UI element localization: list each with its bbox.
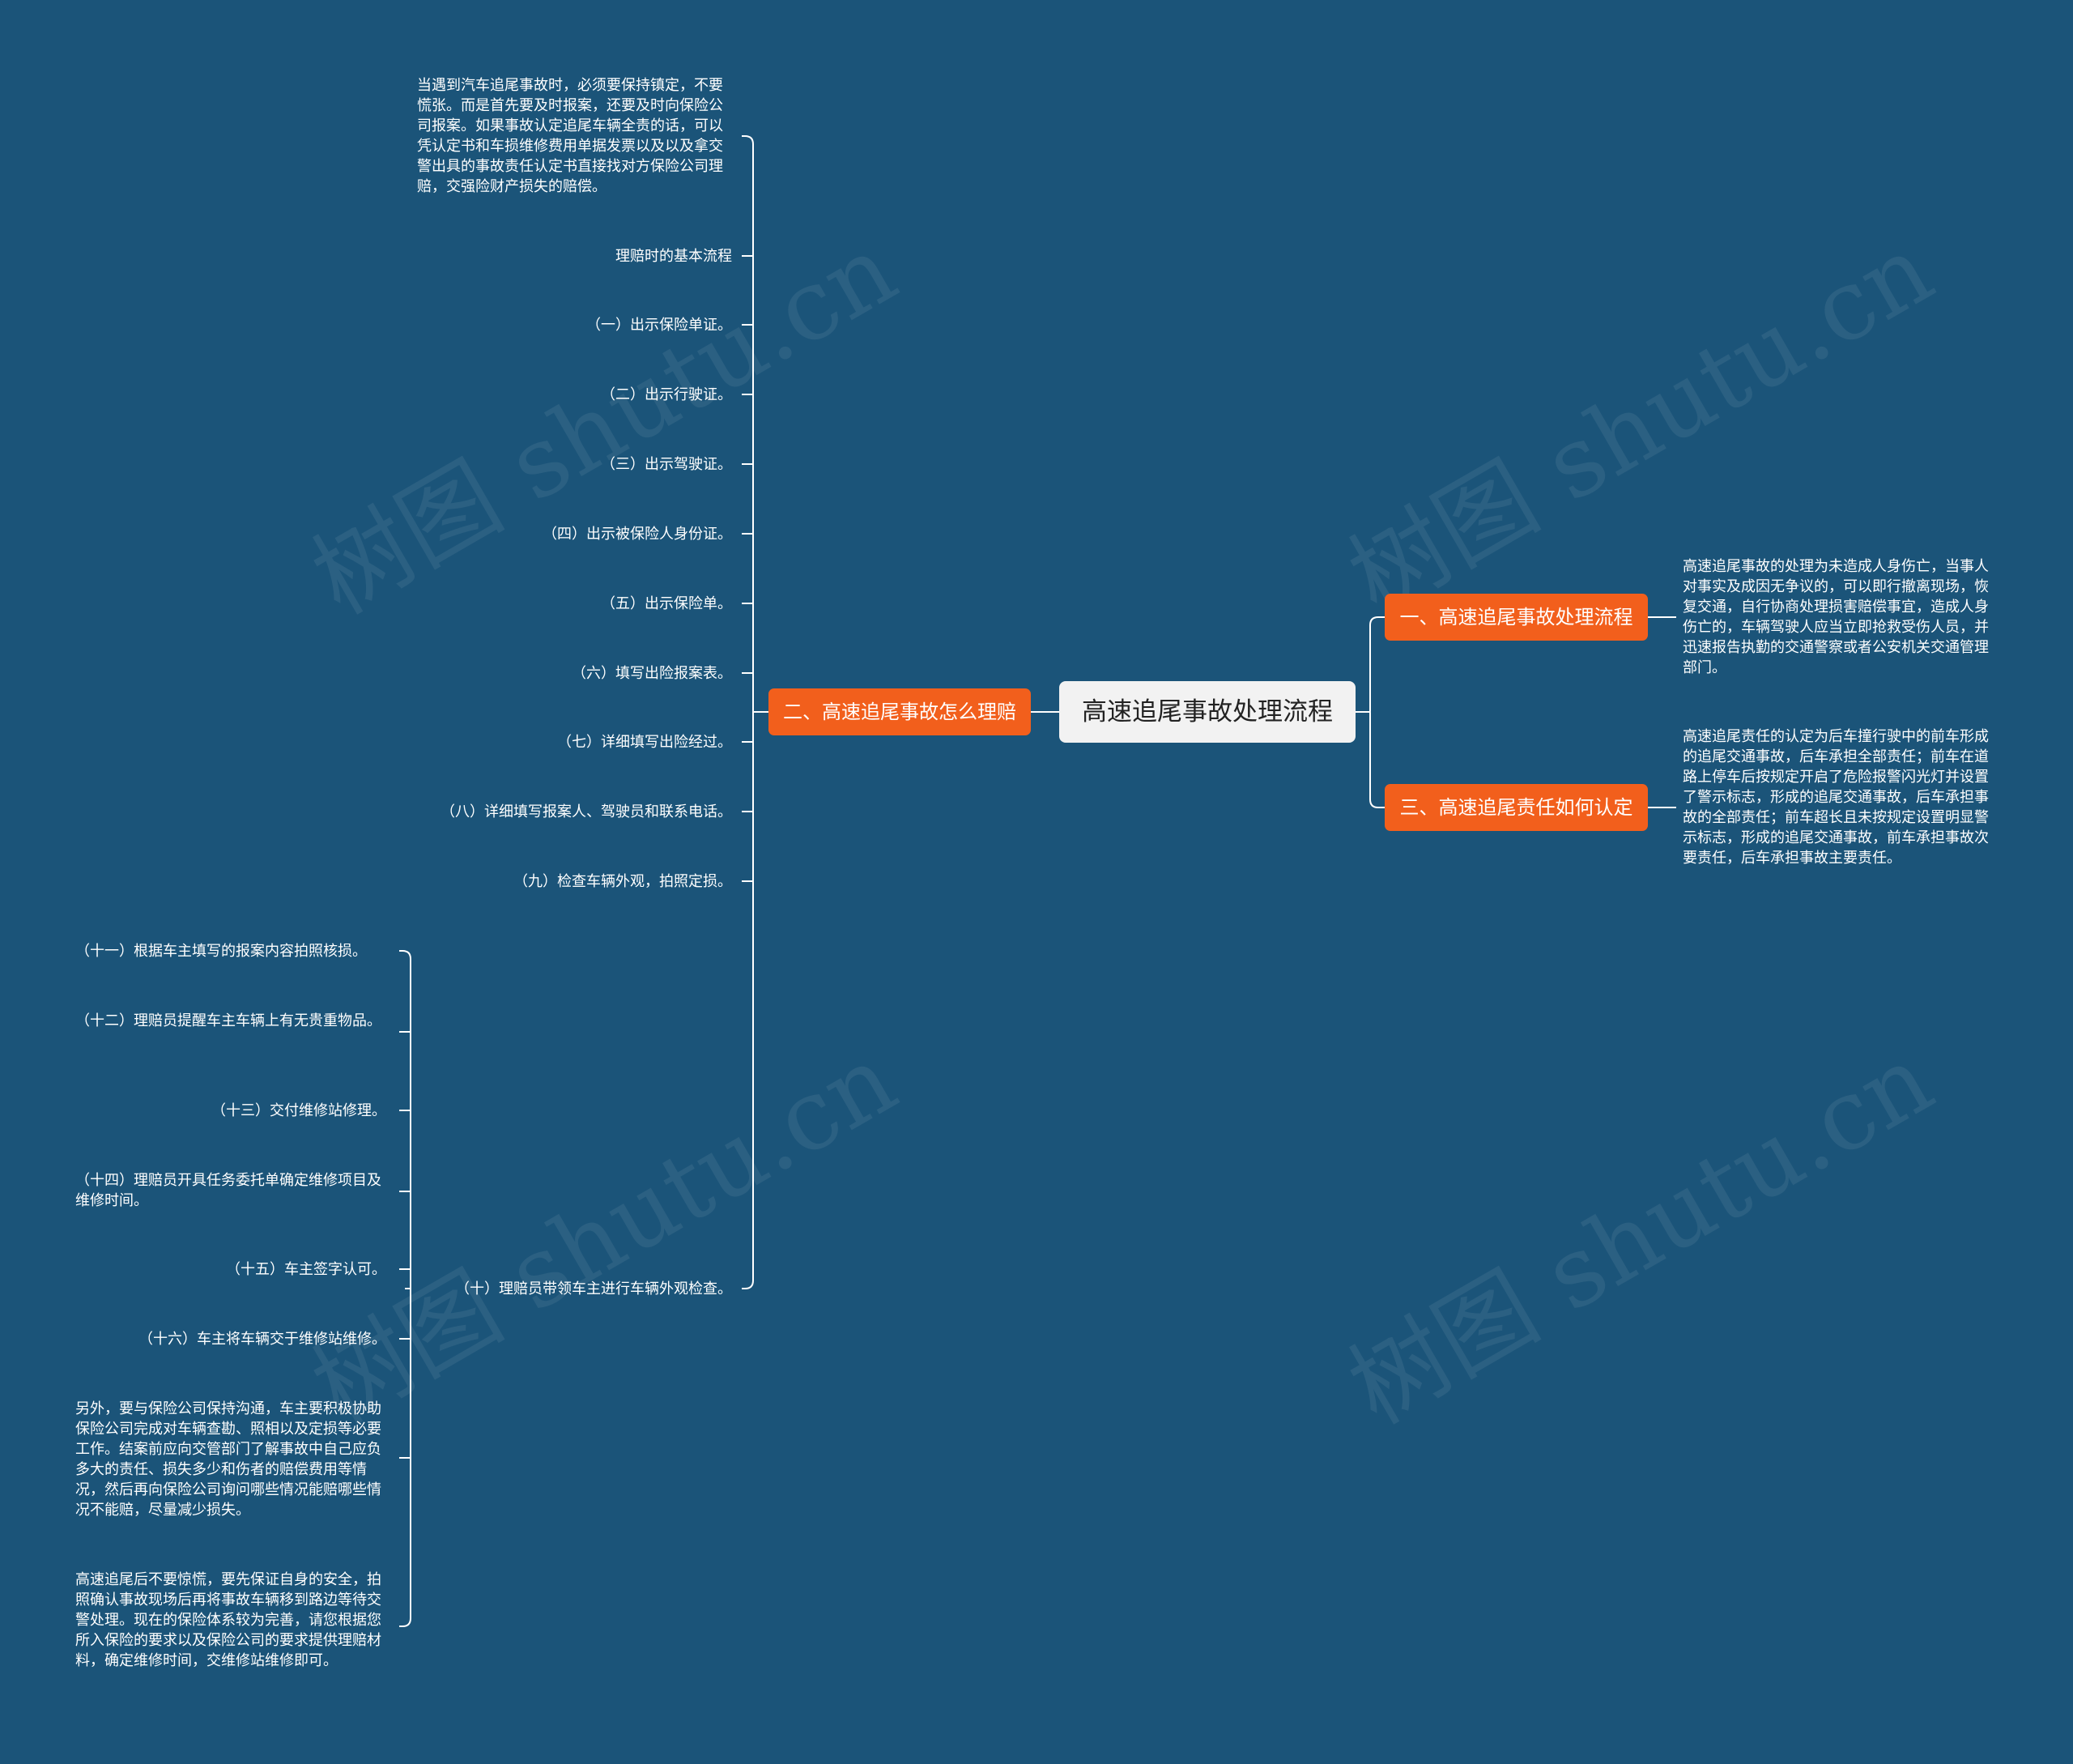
claims-substep: （十五）车主签字认可。: [226, 1261, 386, 1278]
branch-liability-determination[interactable]: 三、高速追尾责任如何认定: [1385, 784, 1648, 831]
claims-note: 另外，要与保险公司保持沟通，车主要积极协助保险公司完成对车辆查勘、照相以及定损等…: [75, 1400, 381, 1519]
handling-process-detail: 高速追尾事故的处理为未造成人身伤亡，当事人对事实及成因无争议的，可以即行撤离现场…: [1683, 558, 1989, 676]
claims-step: 理赔时的基本流程: [615, 248, 732, 265]
claims-step: （五）出示保险单。: [601, 595, 732, 612]
branch-claims[interactable]: 二、高速追尾事故怎么理赔: [768, 688, 1031, 735]
branch-handling-process[interactable]: 一、高速追尾事故处理流程: [1385, 594, 1648, 641]
claims-substep: （十二）理赔员提醒车主车辆上有无贵重物品。: [75, 1012, 381, 1029]
claims-note: 高速追尾后不要惊慌，要先保证自身的安全，拍照确认事故现场后再将事故车辆移到路边等…: [75, 1571, 381, 1669]
claims-step: （七）详细填写出险经过。: [557, 734, 732, 751]
root-topic[interactable]: 高速追尾事故处理流程: [1059, 681, 1356, 743]
watermark: 树图 shutu.cn: [1331, 1023, 1951, 1447]
claims-step: （九）检查车辆外观，拍照定损。: [513, 873, 732, 890]
claims-intro: 当遇到汽车追尾事故时，必须要保持镇定，不要慌张。而是首先要及时报案，还要及时向保…: [417, 77, 723, 195]
claims-step: （六）填写出险报案表。: [572, 665, 732, 682]
liability-detail: 高速追尾责任的认定为后车撞行驶中的前车形成的追尾交通事故，后车承担全部责任；前车…: [1683, 728, 1989, 867]
watermark: 树图 shutu.cn: [295, 1023, 914, 1447]
claims-substep: （十四）理赔员开具任务委托单确定维修项目及维修时间。: [75, 1172, 381, 1209]
claims-substep: （十六）车主将车辆交于维修站维修。: [138, 1331, 386, 1348]
claims-items-connector: [742, 135, 754, 1289]
root-right-connector: [1369, 616, 1385, 808]
claims-substep: （十一）根据车主填写的报案内容拍照核损。: [75, 943, 367, 960]
claims-step: （三）出示驾驶证。: [601, 456, 732, 473]
claims-step: （二）出示行驶证。: [601, 386, 732, 403]
claims-step: （八）详细填写报案人、驾驶员和联系电话。: [441, 803, 732, 820]
claims-substep: （十三）交付维修站修理。: [211, 1102, 386, 1119]
claims-step: （一）出示保险单证。: [586, 317, 732, 334]
claims-step: （十）理赔员带领车主进行车辆外观检查。: [455, 1280, 732, 1297]
claims-step: （四）出示被保险人身份证。: [543, 526, 732, 543]
